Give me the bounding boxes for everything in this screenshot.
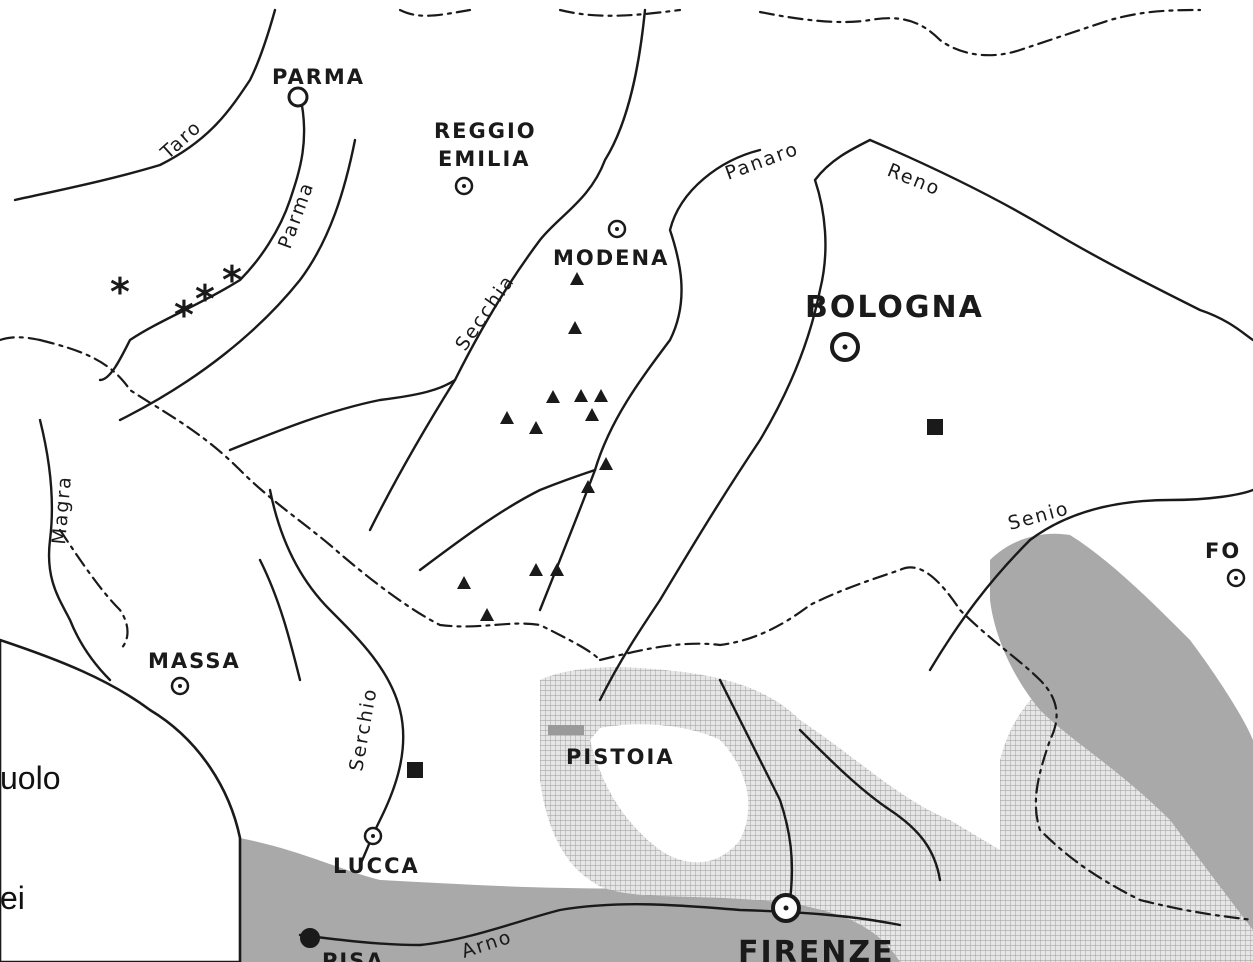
shaded-region-romagna xyxy=(990,533,1253,930)
river-label-magra: Magra xyxy=(48,474,76,545)
city-marker-bologna[interactable] xyxy=(830,332,860,362)
pistoia-rect xyxy=(548,725,584,735)
triangle-marker xyxy=(570,272,584,285)
city-marker-parma[interactable] xyxy=(287,86,309,108)
triangle-marker xyxy=(529,563,543,576)
tyrrhenian-coast xyxy=(0,638,242,962)
river-label-serchio: Serchio xyxy=(345,686,381,773)
river-label-reno: Reno xyxy=(884,159,944,200)
triangle-marker xyxy=(568,321,582,334)
regional-border-west xyxy=(0,336,129,652)
regional-border-top xyxy=(398,8,1202,57)
triangle-marker xyxy=(599,457,613,470)
river-label-secchia: Secchia xyxy=(451,270,519,354)
city-label-parma: PARMA xyxy=(272,65,365,89)
triangle-marker xyxy=(546,390,560,403)
side-text-line1: uolo xyxy=(0,760,61,796)
regional-border-north xyxy=(38,338,602,662)
river-trib-1 xyxy=(228,378,457,452)
city-marker-reggio-emilia[interactable] xyxy=(454,176,474,196)
triangle-marker xyxy=(585,408,599,421)
river-trib-3 xyxy=(258,558,302,682)
city-label-forli: FO xyxy=(1205,539,1241,563)
asterisk-marker: * xyxy=(195,277,215,321)
square-marker xyxy=(407,762,423,778)
city-label-pisa: PISA xyxy=(322,949,385,962)
river-label-panaro: Panaro xyxy=(722,138,802,185)
triangle-symbols xyxy=(457,272,613,621)
river-serchio-path xyxy=(268,488,405,867)
city-marker-pisa[interactable] xyxy=(300,928,320,948)
river-trib-2 xyxy=(418,468,597,572)
river-trib-4 xyxy=(798,728,942,882)
city-marker-lucca[interactable] xyxy=(363,826,383,846)
asterisk-marker: * xyxy=(222,258,242,302)
river-trib-5 xyxy=(718,678,794,902)
side-text-line2: ei xyxy=(0,880,25,916)
river-secchia-path xyxy=(368,8,647,532)
triangle-marker xyxy=(581,480,595,493)
river-panaro-path xyxy=(538,148,762,612)
river-taro-path xyxy=(13,8,277,202)
triangle-marker xyxy=(574,389,588,402)
square-marker xyxy=(927,419,943,435)
regional-border-east xyxy=(598,566,1253,922)
city-marker-firenze[interactable] xyxy=(771,893,801,923)
river-senio-path xyxy=(928,488,1253,672)
city-label-massa: MASSA xyxy=(148,649,241,673)
triangle-marker xyxy=(594,389,608,402)
triangle-marker xyxy=(500,411,514,424)
river-enza-path xyxy=(118,138,357,422)
city-label-firenze: FIRENZE xyxy=(738,935,895,962)
city-label-modena: MODENA xyxy=(553,246,669,270)
river-label-parma: Parma xyxy=(274,179,319,252)
city-marker-massa[interactable] xyxy=(170,676,190,696)
city-label-reggio-line2: EMILIA xyxy=(438,147,531,171)
city-label-bologna: BOLOGNA xyxy=(805,290,984,325)
asterisk-marker: * xyxy=(110,270,130,314)
city-label-pistoia: PISTOIA xyxy=(566,745,675,769)
city-label-reggio-line1: REGGIO xyxy=(434,119,537,143)
shaded-region-south xyxy=(240,838,940,962)
city-marker-forli[interactable] xyxy=(1226,568,1246,588)
river-label-senio: Senio xyxy=(1006,497,1072,534)
triangle-marker xyxy=(457,576,471,589)
river-reno-path xyxy=(598,138,872,702)
city-marker-modena[interactable] xyxy=(607,219,627,239)
triangle-marker xyxy=(529,421,543,434)
asterisk-symbols: * * * * xyxy=(110,258,242,337)
city-label-lucca: LUCCA xyxy=(333,854,420,878)
river-reno-east-path xyxy=(868,138,1253,342)
river-magra-path xyxy=(38,418,112,682)
triangle-marker xyxy=(480,608,494,621)
asterisk-marker: * xyxy=(174,293,194,337)
triangle-marker xyxy=(550,563,564,576)
river-parma-path xyxy=(98,93,306,382)
